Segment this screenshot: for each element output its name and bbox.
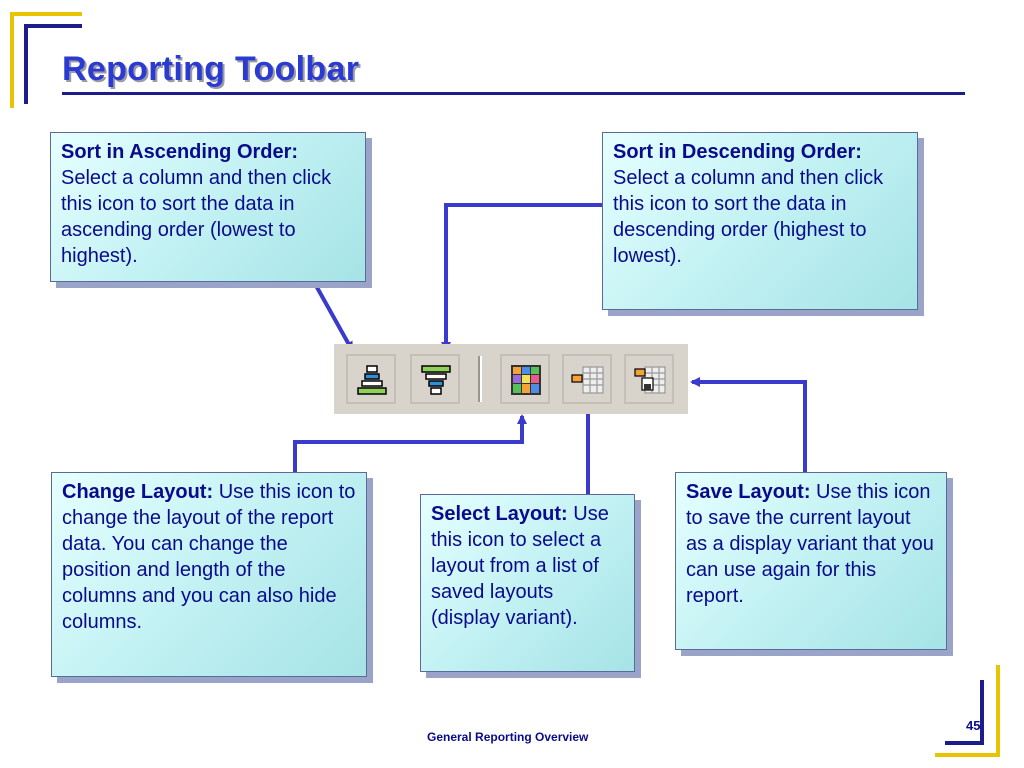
corner-accent-navy	[24, 24, 28, 104]
slide-footer: General Reporting Overview	[427, 730, 589, 744]
save-layout-icon	[634, 366, 666, 394]
callout-heading: Select Layout:	[431, 503, 568, 525]
connector-sort-descending	[441, 203, 603, 352]
save-layout-button[interactable]	[624, 354, 674, 404]
connector-save-layout	[690, 377, 807, 472]
corner-accent-navy	[24, 24, 82, 28]
callout-heading: Sort in Descending Order:	[613, 141, 862, 163]
change-layout-button[interactable]	[500, 354, 550, 404]
corner-accent-yellow	[10, 12, 14, 108]
connector-sort-ascending	[312, 281, 354, 352]
corner-accent-yellow	[996, 665, 1000, 757]
page-number: 45	[966, 718, 981, 733]
select-layout-button[interactable]	[562, 354, 612, 404]
callout-body: Use this icon to select a layout from a …	[431, 503, 609, 629]
callout-body: Select a column and then click this icon…	[61, 167, 332, 267]
change-layout-icon	[511, 365, 541, 395]
corner-accent-yellow	[10, 12, 82, 16]
toolbar-separator	[478, 356, 482, 402]
select-layout-icon	[571, 366, 604, 394]
callout-body: Select a column and then click this icon…	[613, 167, 884, 267]
callout-heading: Change Layout:	[62, 481, 214, 503]
slide-title: Reporting Toolbar	[62, 50, 360, 88]
callout-save-layout: Save Layout: Use this icon to save the c…	[675, 472, 947, 650]
title-underline	[62, 92, 965, 95]
callout-change-layout: Change Layout: Use this icon to change t…	[51, 472, 367, 677]
callout-body: Use this icon to save the current layout…	[686, 481, 934, 607]
callout-heading: Save Layout:	[686, 481, 811, 503]
sort-descending-button[interactable]	[410, 354, 460, 404]
sort-ascending-button[interactable]	[346, 354, 396, 404]
sort-descending-icon	[421, 365, 451, 395]
callout-body: Use this icon to change the layout of th…	[62, 481, 356, 633]
corner-accent-navy	[980, 680, 984, 745]
reporting-toolbar	[334, 344, 688, 414]
callout-heading: Sort in Ascending Order:	[61, 141, 299, 163]
callout-sort-ascending: Sort in Ascending Order: Select a column…	[50, 132, 366, 282]
connector-change-layout	[293, 414, 527, 472]
sort-ascending-icon	[357, 365, 387, 395]
corner-accent-navy	[945, 741, 984, 745]
corner-accent-yellow	[935, 753, 1000, 757]
callout-select-layout: Select Layout: Use this icon to select a…	[420, 494, 635, 672]
callout-sort-descending: Sort in Descending Order: Select a colum…	[602, 132, 918, 310]
